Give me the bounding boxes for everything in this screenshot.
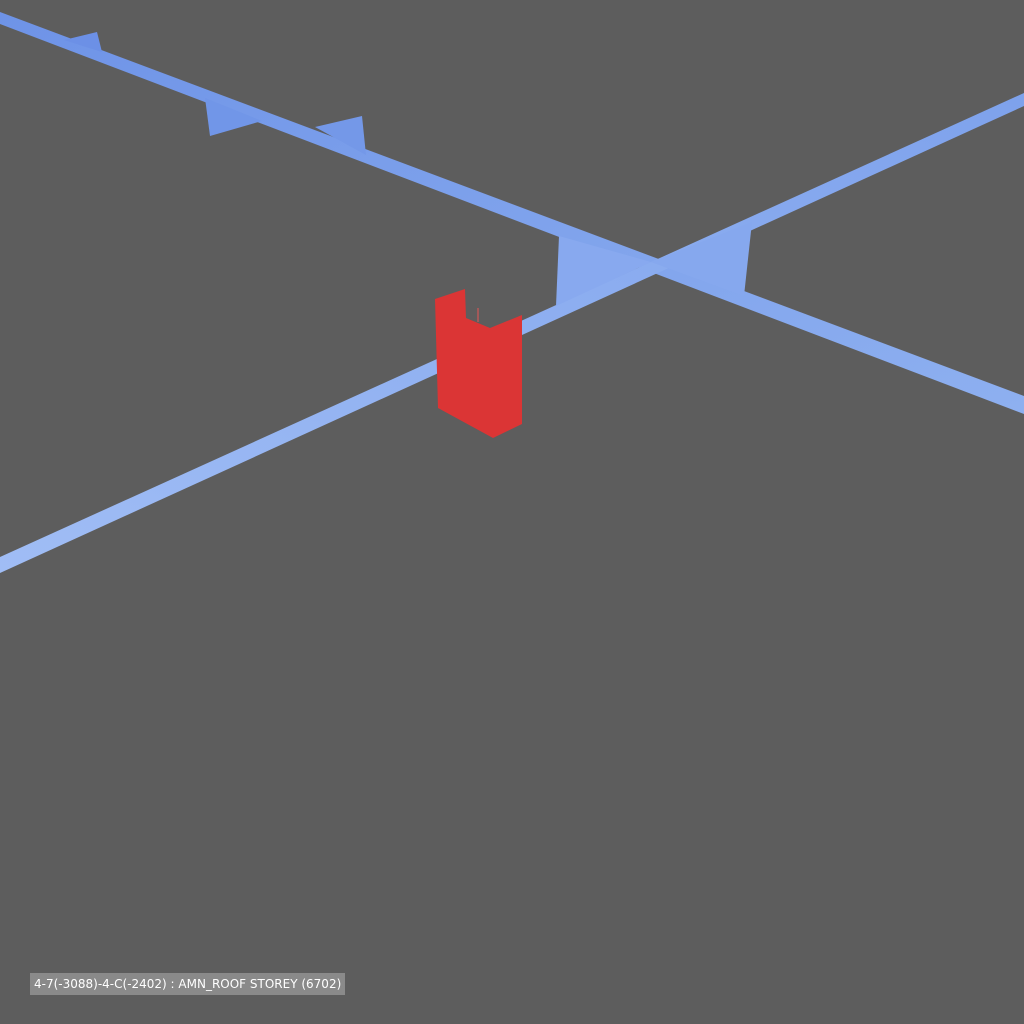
column-face[interactable] bbox=[435, 289, 522, 438]
grid-intersection[interactable] bbox=[556, 222, 752, 306]
grid-line-1[interactable] bbox=[0, 12, 1024, 414]
grid-marker[interactable] bbox=[205, 98, 262, 136]
grid-marker[interactable] bbox=[64, 32, 102, 52]
grid-line-1-band[interactable] bbox=[0, 12, 1024, 414]
intersection-marker-left[interactable] bbox=[556, 236, 651, 306]
intersection-marker-right[interactable] bbox=[651, 222, 752, 296]
selection-status-label: 4-7(-3088)-4-C(-2402) : AMN_ROOF STOREY … bbox=[30, 973, 346, 995]
selected-column-element[interactable] bbox=[435, 289, 522, 438]
grid-marker[interactable] bbox=[315, 116, 366, 155]
